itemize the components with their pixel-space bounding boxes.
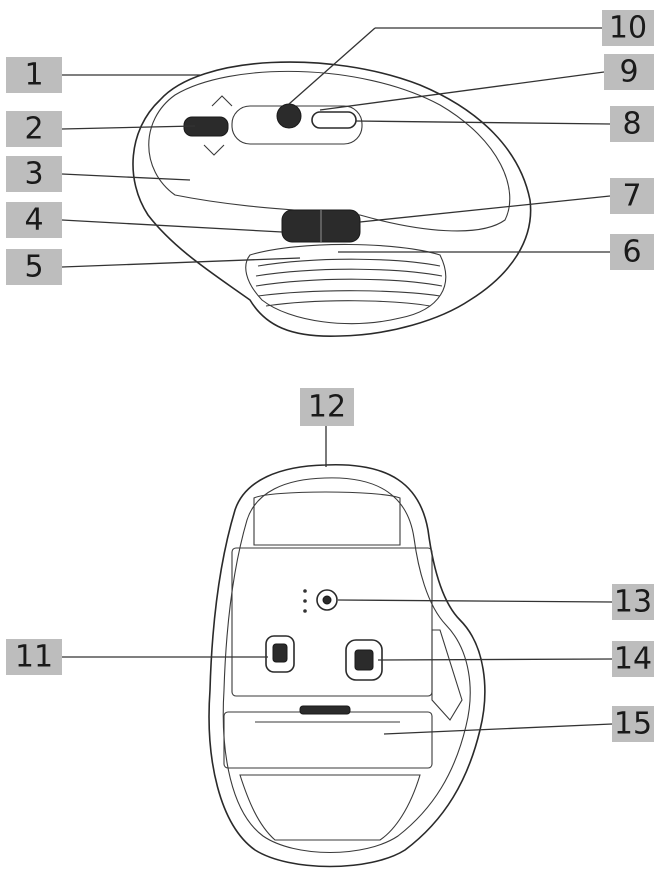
callout-1: 1: [6, 57, 62, 93]
svg-text:1: 1: [24, 58, 43, 93]
top-button-panel: [231, 105, 363, 145]
mouse-bottom-view: [208, 463, 486, 868]
callout-15: 15: [612, 706, 654, 742]
svg-text:4: 4: [24, 203, 43, 238]
callout-4: 4: [6, 202, 62, 238]
svg-text:7: 7: [622, 179, 641, 214]
callout-7: 7: [610, 178, 654, 214]
svg-text:5: 5: [24, 250, 43, 285]
thumb-grip-ridges: [255, 258, 443, 307]
callout-12: 12: [300, 388, 354, 426]
thumb-grip-pad: [245, 243, 447, 325]
rear-skate: [239, 774, 421, 841]
callout-5: 5: [6, 249, 62, 285]
scroll-down-arrow-icon: [203, 144, 225, 156]
optical-sensor-lens: [354, 649, 374, 671]
callout-11: 11: [6, 639, 62, 675]
callout-3: 3: [6, 156, 62, 192]
svg-text:14: 14: [614, 642, 652, 677]
scroll-up-arrow-icon: [211, 95, 233, 107]
mouse-bottom-inner-rim: [222, 477, 471, 853]
battery-cover-latch: [299, 705, 351, 715]
svg-text:8: 8: [622, 107, 641, 142]
forward-back-button: [311, 111, 357, 129]
dpi-button: [276, 103, 302, 129]
front-skate: [253, 491, 401, 546]
callout-9: 9: [604, 54, 654, 90]
power-switch-knob: [272, 643, 288, 663]
mouse-top-view: [132, 61, 532, 337]
sensor-button-center: [322, 595, 332, 605]
callout-10: 10: [602, 10, 654, 46]
svg-text:15: 15: [614, 707, 652, 742]
callout-2: 2: [6, 111, 62, 147]
callout-14: 14: [612, 641, 654, 677]
side-groove: [431, 629, 463, 721]
svg-text:10: 10: [609, 11, 647, 46]
svg-text:6: 6: [622, 235, 641, 270]
svg-text:9: 9: [619, 55, 638, 90]
mouse-top-shell: [132, 61, 532, 337]
callout-13: 13: [612, 584, 654, 620]
mouse-top-surface: [148, 70, 511, 232]
svg-text:2: 2: [24, 112, 43, 147]
center-panel: [231, 547, 433, 697]
callout-6: 6: [610, 234, 654, 270]
svg-text:11: 11: [15, 640, 53, 675]
callout-8: 8: [610, 106, 654, 142]
svg-text:12: 12: [308, 390, 346, 425]
leader-lines: [61, 27, 613, 735]
callout-labels: 1 2 3 4 5 6 7 8: [6, 10, 654, 742]
sensor-indicator-dots: [303, 589, 307, 613]
svg-text:13: 13: [614, 585, 652, 620]
svg-text:3: 3: [24, 157, 43, 192]
